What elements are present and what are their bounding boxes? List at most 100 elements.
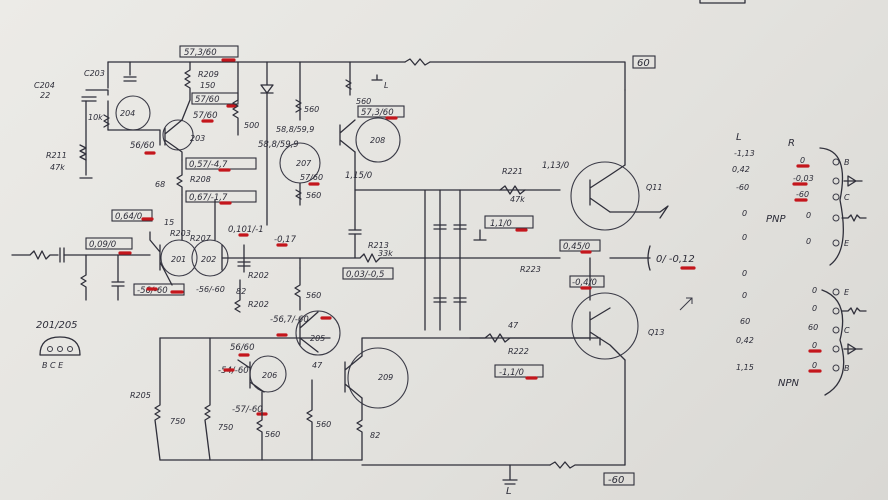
- col-r-header: R: [788, 138, 795, 149]
- q208-label: 208: [370, 136, 385, 145]
- meas-q208: 57,3/60: [361, 108, 394, 118]
- tbl-top-l-4: 0: [742, 233, 747, 242]
- q213-label: Q13: [648, 328, 664, 337]
- meas-r209: 57/60: [195, 95, 220, 105]
- pkg-title: 201/205: [36, 320, 78, 331]
- meas-q206-b: 56/60: [230, 343, 255, 353]
- meas-r221: 1,13/0: [542, 161, 569, 171]
- tbl-bot-r-1: 0: [812, 304, 817, 313]
- tbl-top-l-1: 0,42: [732, 165, 750, 174]
- q202-label: 202: [201, 255, 216, 264]
- tbl-top-l-2: -60: [736, 183, 749, 192]
- tbl-bot-l-2: 60: [740, 317, 750, 326]
- meas-q211-e: 1,1/0: [490, 219, 512, 229]
- tbl-bot-l-4: 1,15: [736, 363, 754, 372]
- q211-circle: [570, 161, 640, 231]
- val-15: 15: [164, 218, 174, 227]
- resistor-icon: [841, 214, 867, 222]
- tbl-bot-r-3: 0: [812, 341, 817, 350]
- tbl-top-r-2: -60: [796, 190, 809, 199]
- q213-circle: [571, 292, 639, 360]
- pnp-label: PNP: [766, 214, 787, 225]
- meas-q211-b: 0,45/0: [563, 242, 590, 252]
- col-l-header: L: [736, 132, 742, 143]
- meas-q201-e: 0,64/0: [115, 212, 142, 222]
- r207-label: R207: [190, 234, 212, 243]
- meas-q211-e-box: [484, 215, 534, 229]
- val-82b: 82: [370, 431, 380, 440]
- tbl-bot-l-0: 0: [742, 269, 747, 278]
- meas-q202-n: -0,17: [274, 235, 297, 245]
- tbl-bot-l-1: 0: [742, 291, 747, 300]
- pin-b-top: B: [844, 158, 850, 167]
- pin-e-top: E: [844, 239, 850, 248]
- tbl-bot-l-3: 0,42: [736, 336, 754, 345]
- meas-q201-b: 0,09/0: [89, 240, 116, 250]
- val-560a: 560: [304, 105, 319, 114]
- meas-q208-b: 58,8/59,9: [258, 140, 299, 150]
- input-stage: 0,09/0 0,64/0 15 201 202 R203 R207 0,101…: [11, 194, 301, 313]
- left-upper-stage: C204 22 C203 R211 47k 10k R209 150 57/60…: [34, 61, 259, 205]
- q209-circle: [347, 347, 409, 409]
- pkg-pins: B C E: [42, 361, 64, 370]
- meas-top: 57,3/60: [184, 48, 217, 58]
- npn-label: NPN: [778, 378, 800, 389]
- r221-value: 47k: [510, 195, 525, 204]
- tbl-top-r-3: 0: [806, 211, 811, 220]
- val-560c: 560: [356, 97, 371, 106]
- val-560d: 560: [306, 291, 321, 300]
- meas-q201-e-box: [111, 209, 153, 222]
- diode-icon: [843, 175, 863, 187]
- meas-q213-b: -0,4/0: [572, 278, 597, 288]
- q205-label: 205: [310, 334, 325, 343]
- val-560f: 560: [316, 420, 331, 429]
- val-q202: -56/-60: [196, 285, 225, 294]
- val-68-2: 58,8/59,9: [276, 125, 314, 134]
- val-560e: 560: [265, 430, 280, 439]
- c203-label: C203: [84, 69, 105, 78]
- diode-icon: [843, 343, 863, 355]
- negative-rail: L -60: [159, 359, 635, 497]
- meas-r222: -1,1/0: [499, 368, 524, 378]
- tbl-bot-r-4: 0: [812, 361, 817, 370]
- meas-r207: 0,67/-1,7: [189, 193, 228, 203]
- meas-q211-b-box: [559, 239, 601, 252]
- tbl-top-l-3: 0: [742, 209, 747, 218]
- pin-voltage-table: L R -1,13 0,42 -60 0 0 0 -0,03 -60 0 0 P…: [732, 132, 867, 396]
- rail-positive-box: [632, 55, 656, 69]
- val-68: 68: [155, 180, 165, 189]
- positive-rail: 60: [107, 55, 656, 166]
- to92-outline: [39, 336, 81, 356]
- ground-bottom: L: [506, 486, 512, 497]
- paper-mark: [699, 0, 746, 4]
- c-label: R202: [248, 271, 269, 280]
- tbl-top-r-1: -0,03: [793, 174, 814, 183]
- r208-label: R208: [190, 175, 211, 184]
- vbe-multiplier: 560 58,8/59,9 58,8/59,9 207 57/60 560 56…: [258, 61, 405, 259]
- q206-label: 206: [262, 371, 277, 380]
- val-10k: 10k: [88, 113, 103, 122]
- q201-label: 201: [171, 255, 186, 264]
- q203-label: 203: [190, 134, 205, 143]
- tbl-top-l-0: -1,13: [734, 149, 755, 158]
- pin-b-bot: B: [844, 364, 850, 373]
- q209-label: 209: [378, 373, 393, 382]
- rail-negative-box: [603, 472, 635, 486]
- meas-r213: 0,03/-0,5: [346, 270, 384, 280]
- resistor-icon: [841, 307, 867, 315]
- lower-stage: R205 750 750 205 -56,7/-60 560 206 56/60…: [130, 267, 601, 461]
- pin-c-top: C: [844, 193, 850, 202]
- meas-top-box: [179, 45, 239, 58]
- q207-label: 207: [296, 159, 312, 168]
- meas-r208: 0,57/-4,7: [189, 160, 228, 170]
- transistor-package: 201/205 B C E: [36, 320, 81, 370]
- meas-q206-e: -57/-60: [232, 405, 263, 415]
- c204-label: C204: [34, 81, 55, 90]
- meas-q201-b-box: [85, 237, 133, 250]
- val-500: 500: [244, 121, 259, 130]
- meas-q203-b: 56/60: [130, 141, 155, 151]
- meas-q205: -56,7/-60: [270, 315, 309, 325]
- tbl-top-r-0: 0: [800, 156, 805, 165]
- val-750a: 750: [170, 417, 185, 426]
